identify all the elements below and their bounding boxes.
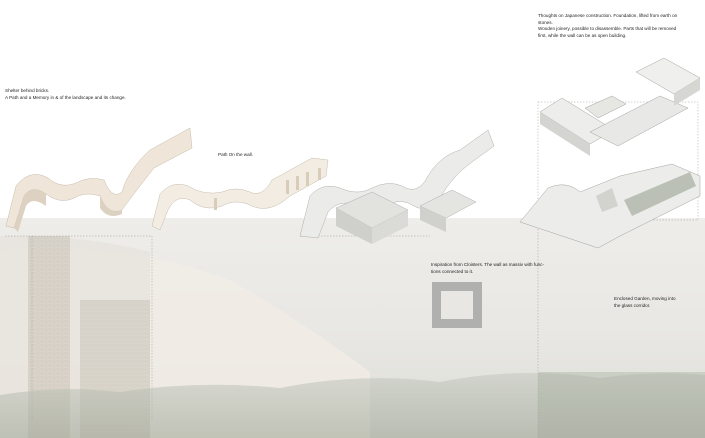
wall-model-japanese [519,57,701,249]
vegetation-strip [0,372,705,438]
cloister-plan-diagram [432,282,482,328]
wall-model-path [151,157,329,231]
wall-model-shelter [5,127,193,232]
annotation-garden: Enclosed Garden, moving into the glass c… [614,296,676,308]
annotation-cloisters: Inspiration from Cloisters. The wall as … [431,262,545,274]
annotation-japanese: Thoughts on Japanese construction. Found… [538,13,678,38]
annotation-shelter: Shelter behind bricks. A Path and a Memo… [5,88,126,100]
vegetation-block-right [538,372,705,438]
wall-model-cloister [299,129,495,244]
annotation-path: Path On the wall. [218,152,253,157]
